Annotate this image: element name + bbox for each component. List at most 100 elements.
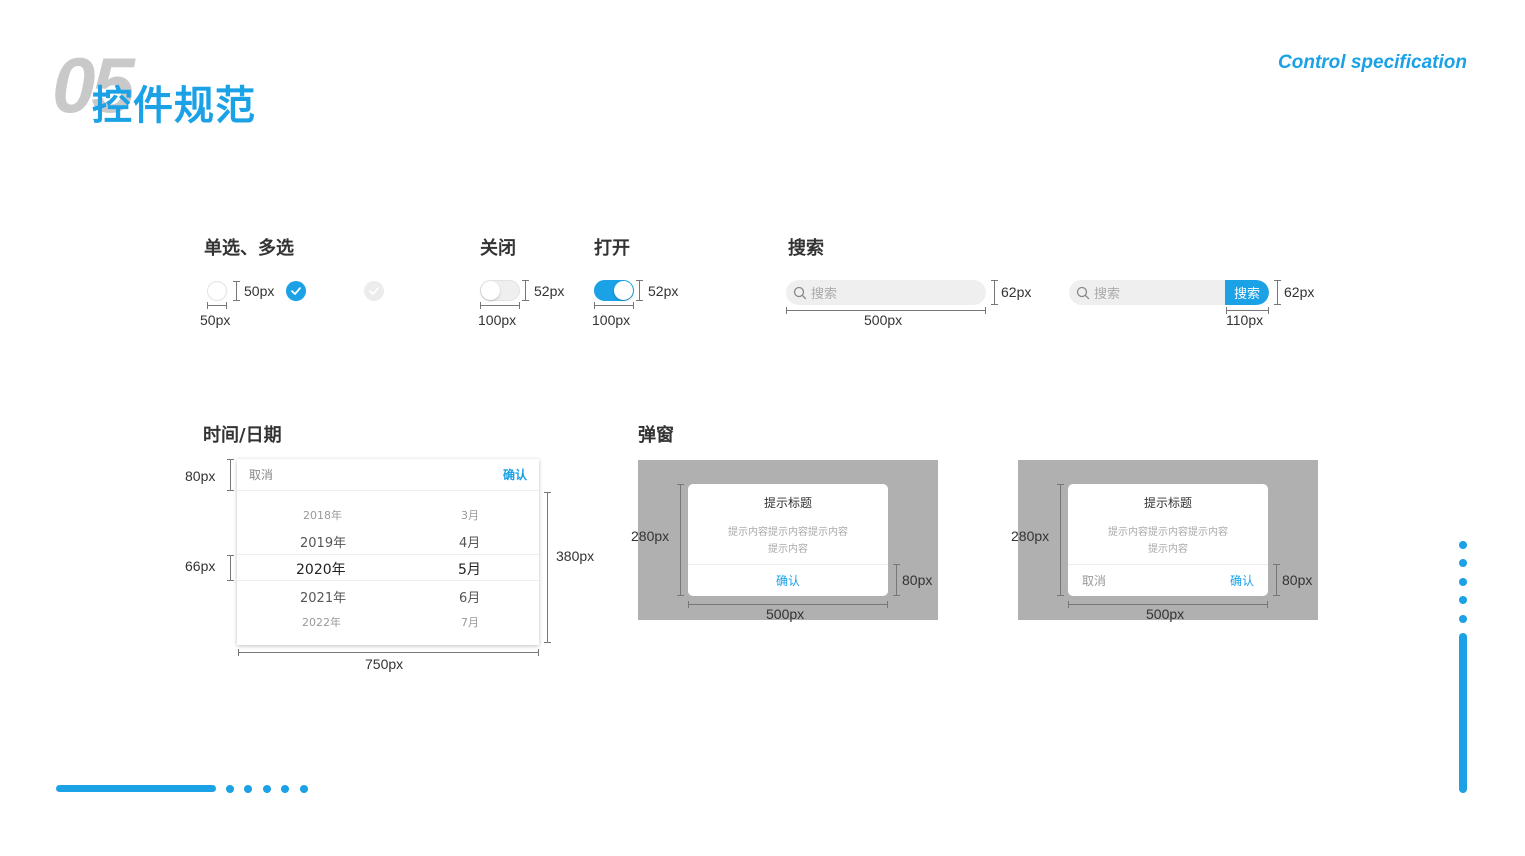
- picker-year: 2020年: [296, 562, 346, 578]
- picker-year: 2019年: [300, 536, 347, 551]
- dialog-confirm-button[interactable]: 确认: [775, 574, 800, 588]
- picker-height-bracket: [544, 492, 551, 643]
- radio-height-bracket: [233, 281, 240, 301]
- search-icon: [793, 286, 807, 299]
- search-input-with-button[interactable]: 搜索 搜索: [1069, 280, 1269, 305]
- radio-width-bracket: [207, 302, 227, 309]
- search-placeholder: 搜索: [1094, 287, 1121, 302]
- checkbox-disabled: [364, 281, 384, 301]
- dialog-height-bracket: [1057, 484, 1064, 596]
- picker-row-height-bracket: [227, 555, 234, 581]
- dialog-width-label: 500px: [766, 606, 805, 622]
- datetime-section-title: 时间/日期: [203, 425, 282, 446]
- search-section-title: 搜索: [788, 238, 824, 259]
- switch-on-height-label: 52px: [648, 283, 679, 299]
- picker-year: 2022年: [302, 616, 341, 629]
- search-icon: [1076, 286, 1090, 299]
- dialog-height-bracket: [677, 484, 684, 596]
- dot-decoration: [1459, 596, 1467, 604]
- picker-toolbar: 取消 确认: [237, 459, 539, 491]
- dialog-width-bracket: [688, 601, 888, 608]
- checkbox-checked[interactable]: [286, 281, 306, 301]
- dialog-content-line: 提示内容提示内容提示内容: [1108, 527, 1228, 538]
- dot-decoration: [1459, 541, 1467, 549]
- dialog-width-bracket: [1068, 601, 1268, 608]
- picker-confirm-button[interactable]: 确认: [502, 468, 527, 482]
- section-number: 05: [52, 41, 135, 129]
- dialog-content: 提示内容提示内容提示内容 提示内容: [706, 524, 870, 558]
- search-button[interactable]: 搜索: [1225, 280, 1269, 305]
- picker-month: 3月: [461, 509, 479, 522]
- dot-decoration: [1459, 559, 1467, 567]
- radio-section-title: 单选、多选: [204, 238, 294, 259]
- radio-unchecked[interactable]: [207, 281, 227, 301]
- picker-height-label: 380px: [556, 548, 595, 564]
- radio-height-label: 50px: [244, 283, 275, 299]
- picker-width-bracket: [238, 649, 539, 656]
- date-picker: 取消 确认 2018年 3月 2019年 4月 2020年 5月 2021年 6…: [237, 459, 539, 645]
- search-input[interactable]: 搜索: [786, 280, 986, 305]
- dialog-height-label: 280px: [631, 528, 670, 544]
- dialog-height-label: 280px: [1011, 528, 1050, 544]
- dialog-confirm-button[interactable]: 确认: [1229, 574, 1254, 588]
- search-width-bracket: [786, 307, 986, 314]
- switch-off-width-bracket: [480, 302, 520, 309]
- radio-width-label: 50px: [200, 312, 231, 328]
- picker-header-height-label: 80px: [185, 468, 216, 484]
- dialog-footer: 确认: [688, 564, 888, 596]
- picker-year: 2021年: [300, 591, 347, 606]
- page-subtitle-en: Control specification: [1278, 52, 1467, 73]
- picker-month: 7月: [461, 616, 479, 629]
- dot-decoration: [1459, 578, 1467, 586]
- search-height-label: 62px: [1001, 284, 1032, 300]
- switch-off[interactable]: [480, 280, 520, 301]
- dialog-content: 提示内容提示内容提示内容 提示内容: [1086, 524, 1250, 558]
- picker-month: 5月: [458, 562, 481, 578]
- search-placeholder: 搜索: [811, 287, 838, 302]
- dialog-footer-height-label: 80px: [902, 572, 933, 588]
- switch-off-height-bracket: [522, 280, 529, 301]
- switch-on-section-title: 打开: [594, 238, 630, 259]
- switch-off-height-label: 52px: [534, 283, 565, 299]
- picker-row-height-label: 66px: [185, 558, 216, 574]
- page-title: 控件规范: [92, 83, 256, 129]
- dialog-overlay: 提示标题 提示内容提示内容提示内容 提示内容 取消 确认 280px 80px …: [1011, 460, 1318, 622]
- dialog-footer: 取消 确认: [1068, 564, 1268, 596]
- switch-on-width-bracket: [594, 302, 634, 309]
- dialog-footer-height-label: 80px: [1282, 572, 1313, 588]
- switch-knob: [481, 281, 500, 300]
- dialog-cancel-button[interactable]: 取消: [1082, 574, 1107, 588]
- picker-row-selected[interactable]: 2020年 5月: [237, 554, 539, 581]
- dialog-content-line: 提示内容提示内容提示内容: [728, 527, 848, 538]
- dialog-width-label: 500px: [1146, 606, 1185, 622]
- switch-on-height-bracket: [636, 280, 643, 301]
- check-icon: [369, 287, 379, 295]
- check-icon: [291, 287, 301, 295]
- picker-header-height-bracket: [227, 459, 234, 491]
- dot-decoration: [281, 785, 289, 793]
- picker-cancel-button[interactable]: 取消: [249, 468, 274, 482]
- search-button-width-label: 110px: [1226, 312, 1264, 328]
- switch-off-section-title: 关闭: [480, 238, 516, 259]
- confirm-dialog: 提示标题 提示内容提示内容提示内容 提示内容 取消 确认: [1068, 484, 1268, 596]
- progress-bar-decoration: [56, 785, 216, 792]
- dot-decoration: [244, 785, 252, 793]
- search-button-height-label: 62px: [1284, 284, 1315, 300]
- dot-decoration: [263, 785, 271, 793]
- alert-dialog: 提示标题 提示内容提示内容提示内容 提示内容 确认: [688, 484, 888, 596]
- switch-knob: [614, 281, 633, 300]
- vertical-bar-decoration: [1459, 633, 1467, 793]
- picker-month: 6月: [459, 591, 481, 606]
- dialog-content-line: 提示内容: [1148, 544, 1188, 555]
- picker-year: 2018年: [303, 509, 342, 522]
- dialog-section-title: 弹窗: [638, 425, 674, 446]
- dot-decoration: [226, 785, 234, 793]
- switch-off-width-label: 100px: [478, 312, 517, 328]
- dialog-footer-height-bracket: [893, 564, 900, 596]
- picker-month: 4月: [459, 536, 481, 551]
- search-button-width-bracket: [1226, 307, 1269, 314]
- dialog-title: 提示标题: [1143, 496, 1192, 510]
- dot-decoration: [300, 785, 308, 793]
- dot-decoration: [1459, 615, 1467, 623]
- switch-on[interactable]: [594, 280, 634, 301]
